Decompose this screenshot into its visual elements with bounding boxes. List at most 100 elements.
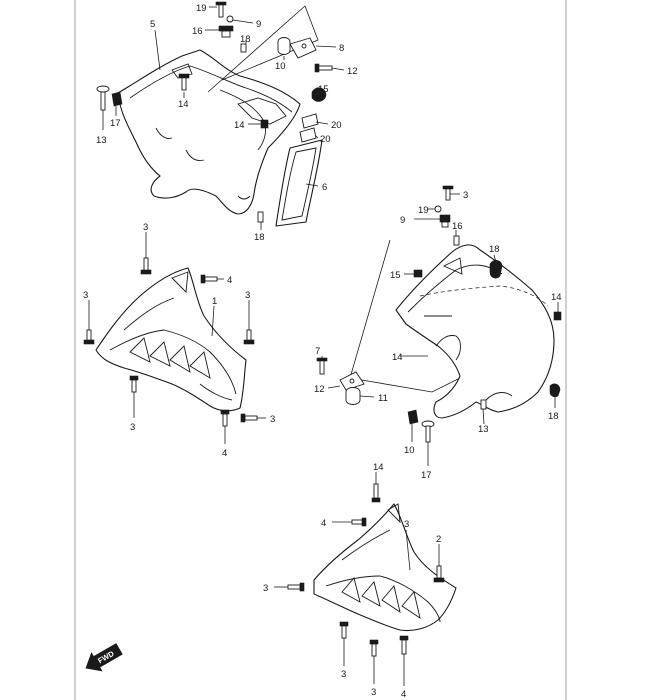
upper-cowl-curve-2 [185,149,205,161]
callout-14-right-c: 18 [548,411,559,422]
callout-3-f: 4 [321,518,326,529]
side-cover-2-vent-3 [381,585,401,614]
side-cover-2-vent-4 [401,591,421,620]
cushion-15-top [311,87,327,102]
lower-cowl-7-lower-curve [485,392,513,401]
callout-labels: 19 9 5 16 18 8 10 12 14 15 13 17 14 20 2… [83,3,562,700]
side-cover-1-vent-4 [189,351,211,379]
callout-11: 12 [314,384,325,395]
leader-2 [405,529,411,571]
callout-9-top: 9 [256,19,261,30]
callout-9-right: 19 [418,205,429,216]
grommet-10-right [345,387,361,405]
upper-cowl-reference-line [207,5,319,93]
grommet-17-right [407,409,419,425]
side-cover-1-tab [171,271,189,293]
leader-15-top [318,95,321,99]
screw-4-a [200,274,218,284]
callout-14-mid: 14 [234,120,245,131]
callout-3-j: 4 [401,689,406,700]
leader-5 [154,29,161,71]
cushion-15-right [489,260,503,279]
upper-cowl-curve-3 [237,195,251,200]
callout-17-top: 17 [110,118,121,129]
upper-cowl-inner-edge [129,65,293,113]
spacer-20b [299,127,317,143]
upper-cowl-inner-fold [219,89,266,151]
callout-10-top: 10 [275,61,286,72]
screw-13-right [421,420,435,443]
screw-4-b [240,413,258,423]
fwd-arrow-shape [85,643,123,672]
callout-19-right: 3 [463,190,468,201]
grommet-17-top [111,91,123,107]
screw-3-e [220,409,230,427]
grommet-16-right [439,214,451,228]
side-cover-2-tab [387,503,401,524]
upper-cowl-part-5 [117,49,301,215]
screw-3-d [129,375,139,393]
panel-part-6-inner [281,147,317,221]
fwd-arrow: FWD [85,643,123,672]
clip-14-right-a [413,269,423,278]
callout-15-right: 18 [489,244,500,255]
screw-3-i [339,621,349,639]
side-cover-left-assembly [83,232,266,444]
callout-14-right-b: 14 [551,292,562,303]
callout-18-right-lower: 13 [478,424,489,435]
side-cover-2-rib [341,529,391,561]
bracket-8-hole [301,43,307,49]
spacer-20a [301,113,319,129]
upper-cowl-tab [171,63,193,79]
callout-10-right: 11 [378,393,388,404]
callout-4-a: 4 [227,275,232,286]
leader-6 [305,183,319,187]
callout-13-right: 17 [421,470,432,481]
leader-11 [327,385,341,389]
callout-4-b: 3 [270,414,275,425]
callout-2: 3 [404,519,409,530]
clip-14-right-c [549,383,561,398]
upper-cowl-bracket [237,97,287,125]
leader-15-right [493,254,497,263]
screw-12-top [314,63,333,73]
callout-15-top: 15 [318,84,329,95]
side-cover-1-edge [109,329,237,395]
lower-cowl-7-tab [442,257,463,275]
screw-4-d [369,639,379,657]
clip-14-right-b [553,311,562,321]
screw-3-f [351,517,367,527]
callout-13-top: 13 [96,135,107,146]
lower-cowl-part-7 [395,244,555,419]
leader-12-top [331,67,345,71]
leader-20a [315,121,329,125]
screw-19-right [442,185,454,201]
callout-3-g: 2 [436,534,441,545]
callout-12-right: 7 [315,346,320,357]
callout-17-right: 10 [404,445,415,456]
callout-3-c: 3 [245,290,250,301]
upper-cowl-assembly [96,1,345,230]
grommet-16-top [218,25,234,38]
leader-20b [315,135,319,139]
clip-18-top [240,43,247,53]
leader-10-right [359,395,375,398]
screw-13-top [96,85,110,111]
screw-12-right [316,357,328,375]
screw-3-b [83,329,95,345]
side-cover-1-lower-edge [199,383,233,401]
clip-14-mid [260,119,269,129]
callout-3-b: 3 [83,290,88,301]
side-cover-1-vent-2 [149,341,171,367]
grommet-10-top [277,37,291,55]
callout-3-h: 3 [263,583,268,594]
side-cover-right-assembly [274,472,457,686]
callout-4-d: 3 [371,687,376,698]
screw-19-top [215,1,227,18]
callout-12-top: 12 [347,66,358,77]
screw-3-a [140,257,152,275]
callout-19-top: 19 [196,3,207,14]
callout-6: 6 [322,182,327,193]
